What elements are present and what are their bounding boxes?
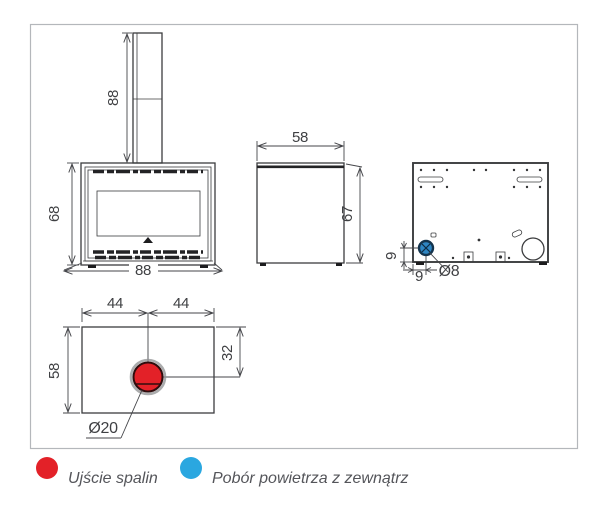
foot: [336, 263, 342, 266]
dim-top-left-label: 44: [107, 295, 123, 312]
foot: [416, 262, 424, 265]
mounting-brackets: [463, 251, 506, 263]
dim-air-offset-vertical: 9: [383, 241, 418, 269]
dim-air-diameter: Ø8: [428, 251, 460, 280]
keyhole-slot-right: [516, 176, 543, 183]
dim-top-right-label: 44: [173, 295, 189, 312]
dim-side-height: 67: [339, 163, 364, 264]
dim-air-offset-horizontal: 9: [403, 256, 437, 285]
drawing-frame-border: [29, 23, 579, 450]
dim-front-height-label: 68: [46, 206, 63, 222]
dim-flue-diameter-label: Ø20: [88, 420, 118, 437]
top-view: 44 44 58 32 Ø20: [46, 295, 246, 439]
door-glass: [96, 190, 201, 237]
dim-flue-offset: 32: [216, 326, 246, 378]
round-opening: [521, 237, 545, 261]
legend-label-air-intake: Pobór powietrza z zewnątrz: [212, 470, 409, 487]
dim-side-depth-label: 58: [292, 129, 308, 146]
foot: [88, 265, 96, 268]
foot: [200, 265, 208, 268]
dim-air-offset-vertical-label: 9: [383, 252, 400, 260]
legend-label-flue: Ujście spalin: [68, 470, 158, 487]
dim-top-half-widths: 44 44: [81, 295, 215, 322]
back-view: 9 9 Ø8: [383, 162, 549, 285]
foot: [260, 263, 266, 266]
stove-body-back: [412, 162, 549, 263]
flue-outlet-dot-icon: [36, 457, 58, 479]
dim-chimney-height: 88: [105, 32, 132, 164]
stove-body-side: [256, 162, 345, 264]
side-view: 58 67: [256, 129, 364, 266]
dim-side-height-label: 67: [339, 206, 356, 222]
dim-side-depth: 58: [256, 129, 345, 161]
handle-triangle-icon: [143, 237, 153, 243]
legend-item-flue: Ujście spalin: [36, 457, 158, 488]
legend-item-air-intake: Pobór powietrza z zewnątrz: [180, 457, 409, 488]
flue-outlet-halo: [129, 358, 167, 396]
stove-body-front: [80, 162, 216, 266]
flue-outlet-circle: [129, 358, 167, 396]
dim-top-depth-label: 58: [46, 363, 63, 379]
keyhole-slot-left: [417, 176, 444, 183]
dim-top-depth: 58: [46, 326, 80, 414]
dim-flue-offset-label: 32: [219, 345, 236, 361]
opening-tab: [511, 229, 523, 238]
dim-chimney-height-label: 88: [105, 90, 122, 106]
dim-air-offset-horizontal-label: 9: [415, 268, 423, 285]
dim-air-diameter-label: Ø8: [439, 263, 460, 280]
dim-front-width-label: 88: [135, 262, 151, 279]
air-intake-port: [417, 232, 437, 257]
dim-front-width: 88: [62, 262, 224, 279]
air-intake-dot-icon: [180, 457, 202, 479]
dim-front-height: 68: [46, 162, 79, 266]
screw-holes: [419, 168, 542, 260]
foot: [539, 262, 547, 265]
front-view: 88 68 88: [46, 32, 224, 279]
dim-flue-diameter: Ø20: [86, 389, 143, 439]
